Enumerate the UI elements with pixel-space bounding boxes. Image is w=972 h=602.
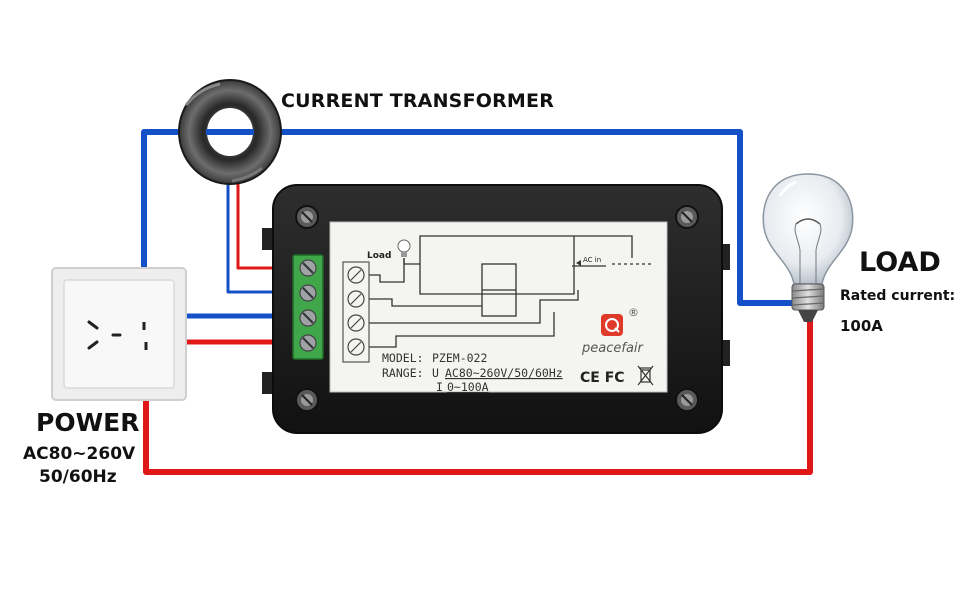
range-i-value: 0~100A <box>447 380 489 394</box>
current-transformer-label: CURRENT TRANSFORMER <box>281 90 555 112</box>
range-label: RANGE: <box>382 366 424 380</box>
range-u-symbol: U <box>432 366 439 380</box>
printed-schematic <box>369 235 652 348</box>
certification-marks: CE FC <box>580 370 625 386</box>
schematic-load-label: Load <box>367 251 391 261</box>
screw-icon <box>675 388 699 412</box>
live-wire-path <box>143 320 813 475</box>
neutral-wire-main <box>141 129 795 325</box>
range-i-symbol: I <box>436 380 443 394</box>
socket-icon <box>87 320 122 350</box>
schematic-bulb-icon <box>397 239 411 257</box>
device-label-panel: Load AC in MODEL: PZEM-022 RANGE: U AC80… <box>329 221 668 394</box>
arrow-left-icon <box>576 260 581 266</box>
screw-icon <box>295 388 319 412</box>
power-voltage: AC80~260V <box>23 444 136 464</box>
rated-current-value: 100A <box>840 317 883 335</box>
model-value: PZEM-022 <box>432 351 487 365</box>
model-label: MODEL: <box>382 351 424 365</box>
neutral-wire-path <box>141 129 795 325</box>
schematic-ac-in-label: AC in <box>583 256 601 264</box>
bulb-icon <box>762 173 854 322</box>
range-u-value: AC80~260V/50/60Hz <box>445 366 563 380</box>
screw-icon <box>675 205 699 229</box>
brand-logo: ® <box>601 306 639 336</box>
wall-socket <box>51 267 187 401</box>
terminal-block <box>292 254 324 360</box>
terminal-screw <box>299 309 317 327</box>
terminal-screw <box>299 334 317 352</box>
live-wire-main <box>143 320 813 475</box>
power-title: POWER <box>36 408 140 437</box>
power-frequency: 50/60Hz <box>39 467 117 487</box>
weee-bin-icon <box>637 365 654 386</box>
meter-device: Load AC in MODEL: PZEM-022 RANGE: U AC80… <box>262 184 730 434</box>
terminal-screw <box>299 284 317 302</box>
load-title: LOAD <box>859 247 941 278</box>
brand-name: peacefair <box>581 341 645 356</box>
registered-mark: ® <box>628 306 639 319</box>
rated-current-label: Rated current: <box>840 288 956 304</box>
screw-icon <box>295 205 319 229</box>
terminal-screw <box>299 259 317 277</box>
